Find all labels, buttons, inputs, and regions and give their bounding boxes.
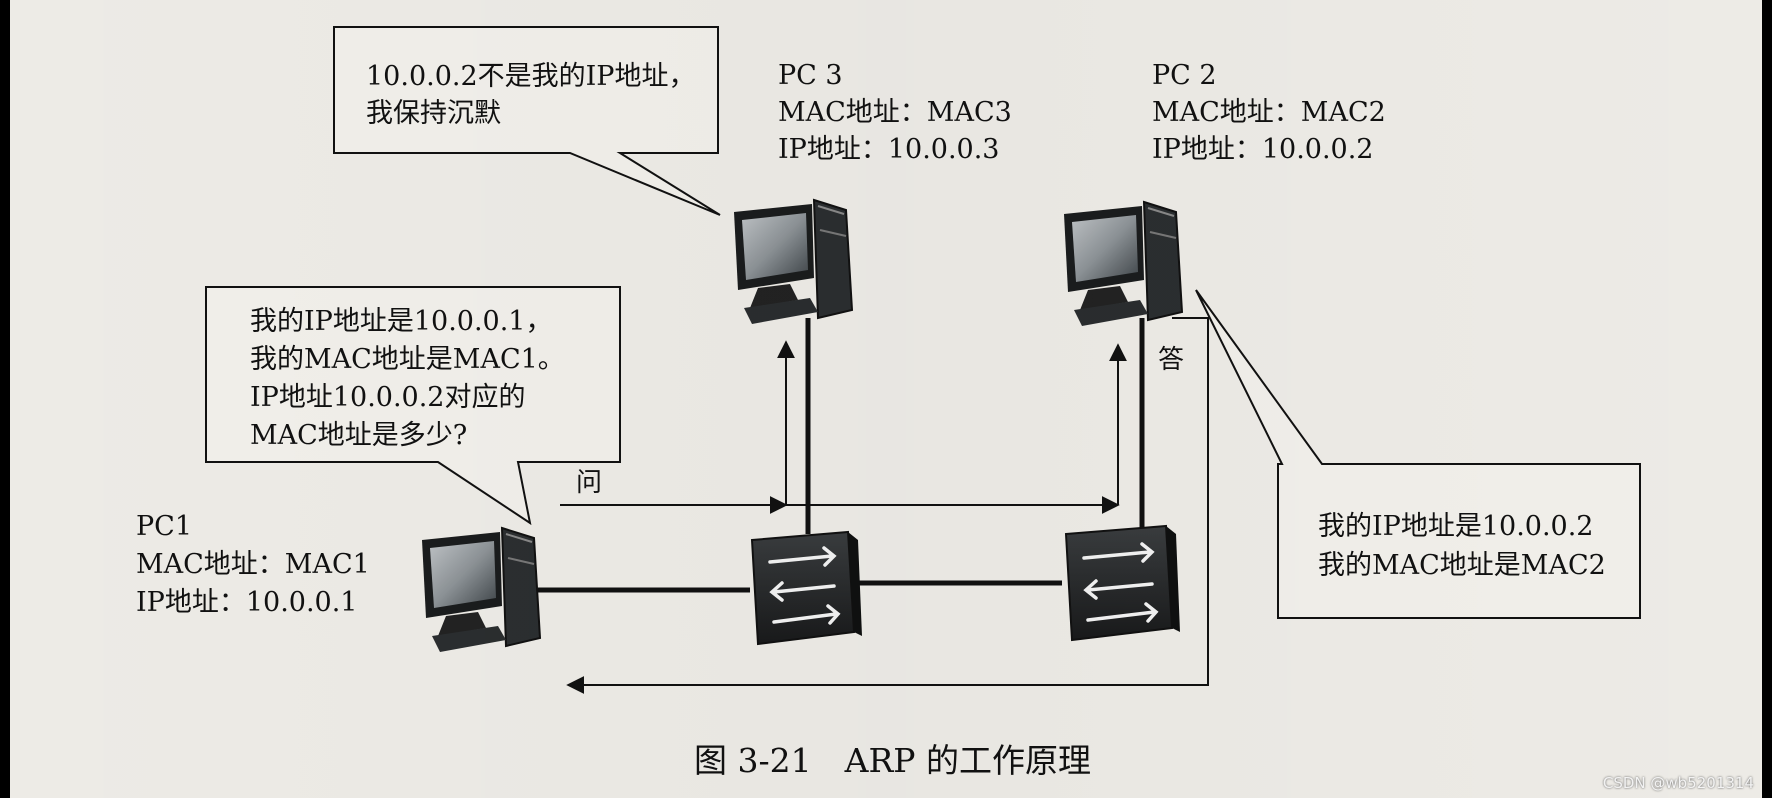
pc2-ip: IP地址：10.0.0.2 bbox=[1152, 134, 1373, 165]
bubble-pc2-line2: 我的MAC地址是MAC2 bbox=[1318, 550, 1606, 581]
bubble-pc1-line1: 我的IP地址是10.0.0.1， bbox=[250, 306, 552, 337]
pc2-mac: MAC地址：MAC2 bbox=[1152, 97, 1386, 128]
pc3-info: PC 3 MAC地址：MAC3 IP地址：10.0.0.3 bbox=[778, 60, 1012, 165]
switch-right-icon bbox=[1064, 524, 1180, 642]
label-answer: 答 bbox=[1158, 345, 1184, 375]
reply-arrow bbox=[566, 317, 1209, 694]
left-edge bbox=[0, 0, 10, 798]
label-ask: 问 bbox=[576, 468, 602, 498]
request-arrows bbox=[560, 340, 1127, 514]
bubble-pc1-line4: MAC地址是多少? bbox=[250, 420, 467, 451]
pc3-name: PC 3 bbox=[778, 60, 843, 91]
pc2-name: PC 2 bbox=[1152, 60, 1217, 91]
bubble-pc3-line2: 我保持沉默 bbox=[366, 98, 501, 129]
speech-bubble-pc3: 10.0.0.2不是我的IP地址， 我保持沉默 bbox=[333, 26, 721, 216]
figure-caption: 图 3-21 ARP 的工作原理 bbox=[694, 741, 1091, 780]
pc1-mac: MAC地址：MAC1 bbox=[136, 549, 370, 580]
right-edge bbox=[1762, 0, 1772, 798]
computer-pc2-icon bbox=[1064, 200, 1184, 326]
bubble-pc1-line2: 我的MAC地址是MAC1。 bbox=[250, 344, 565, 375]
computer-pc3-icon bbox=[734, 198, 854, 324]
bubble-pc1-line3: IP地址10.0.0.2对应的 bbox=[250, 382, 525, 413]
bubble-pc3-line1: 10.0.0.2不是我的IP地址， bbox=[366, 61, 695, 92]
pc3-mac: MAC地址：MAC3 bbox=[778, 97, 1012, 128]
pc1-name: PC1 bbox=[136, 511, 192, 542]
speech-bubble-pc2: 我的IP地址是10.0.0.2 我的MAC地址是MAC2 bbox=[1195, 289, 1641, 619]
switch-left-icon bbox=[750, 530, 862, 646]
pc3-ip: IP地址：10.0.0.3 bbox=[778, 134, 999, 165]
pc2-info: PC 2 MAC地址：MAC2 IP地址：10.0.0.2 bbox=[1152, 60, 1386, 165]
pc1-ip: IP地址：10.0.0.1 bbox=[136, 587, 357, 618]
network-cables bbox=[538, 318, 1145, 593]
speech-bubble-pc1: 我的IP地址是10.0.0.1， 我的MAC地址是MAC1。 IP地址10.0.… bbox=[205, 286, 621, 526]
computer-pc1-icon bbox=[422, 526, 542, 652]
pc1-info: PC1 MAC地址：MAC1 IP地址：10.0.0.1 bbox=[136, 511, 370, 618]
watermark: CSDN @wb5201314 bbox=[1602, 774, 1754, 792]
bubble-pc2-line1: 我的IP地址是10.0.0.2 bbox=[1318, 511, 1593, 542]
